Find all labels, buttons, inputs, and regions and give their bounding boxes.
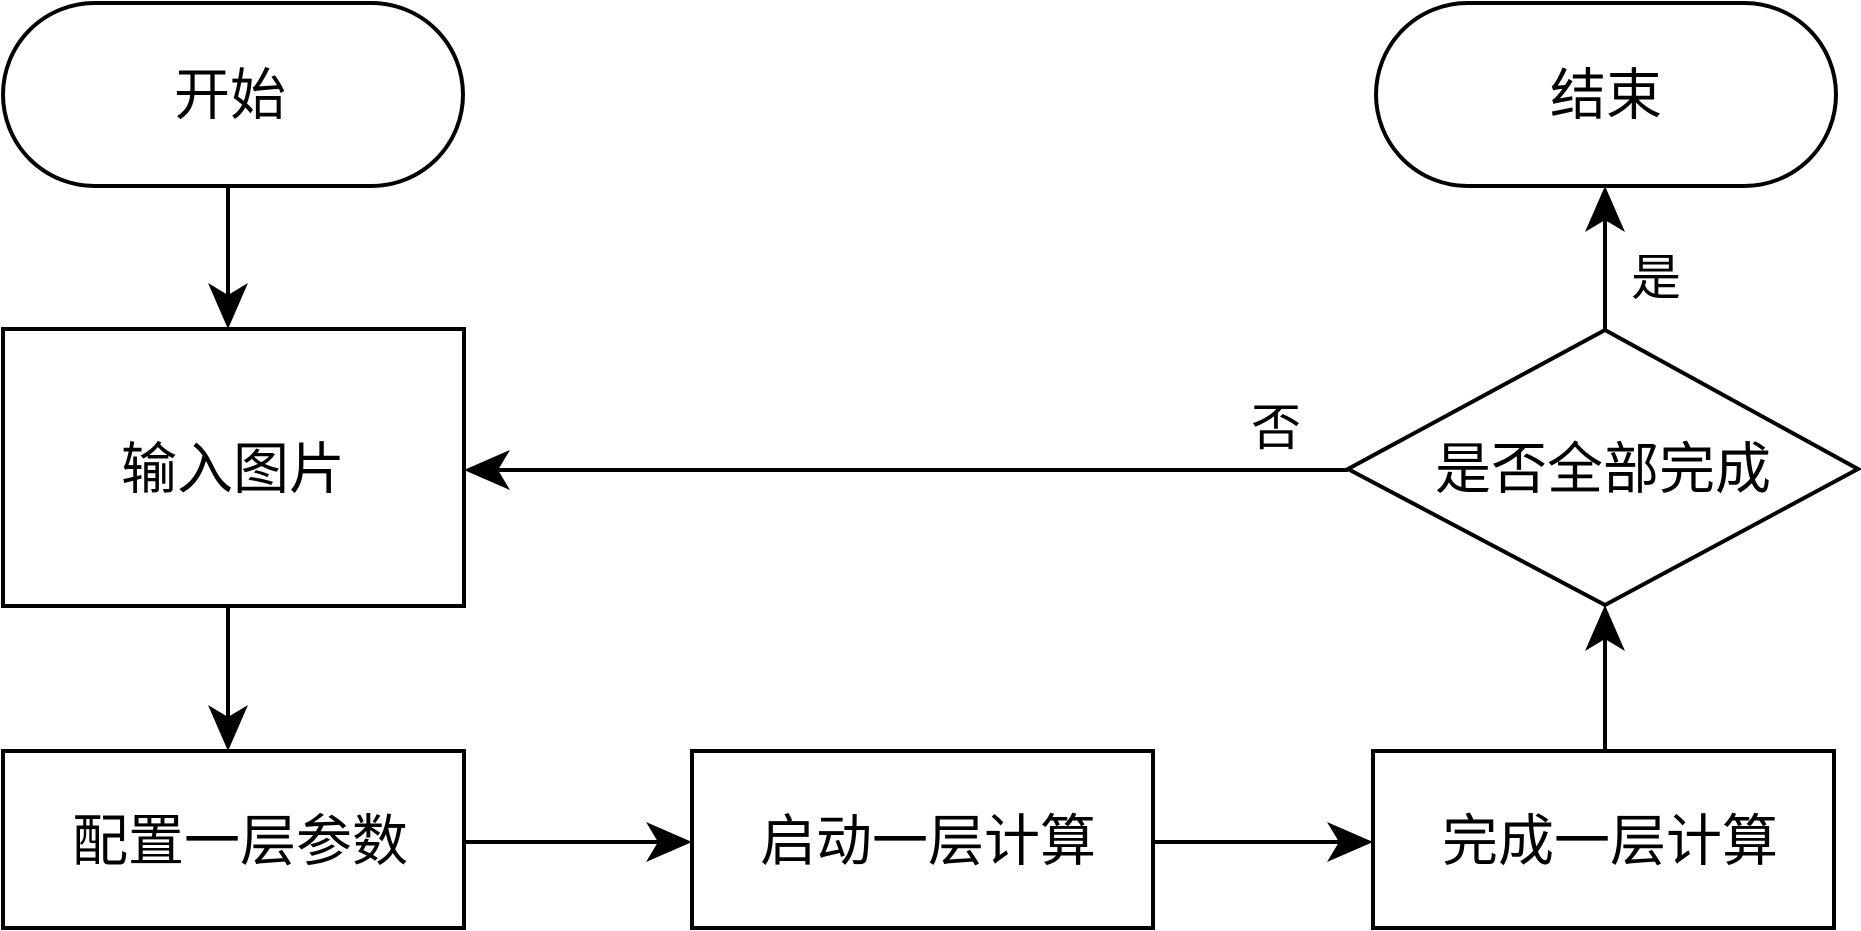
all-done-decision-node: 是否全部完成 [1343, 327, 1861, 608]
edge-input-to-configure [208, 606, 248, 751]
configure-layer-node-shape [1, 749, 466, 930]
start-node-label: 开始 [174, 64, 286, 129]
edge-decision-no-to-input-arrowhead [464, 450, 510, 490]
configure-layer-node: 配置一层参数 [1, 749, 466, 930]
end-node-shape [1374, 1, 1838, 188]
edge-configure-to-start-calc [464, 822, 692, 862]
end-node-label: 结束 [1550, 64, 1662, 129]
start-layer-calc-node: 启动一层计算 [690, 749, 1155, 930]
edge-start-to-input-arrowhead [208, 283, 248, 329]
end-node: 结束 [1374, 1, 1838, 188]
start-layer-calc-node-label: 启动一层计算 [760, 810, 1096, 875]
edge-decision-no-to-input: 否 [464, 399, 1348, 490]
edge-start-calc-to-finish-calc [1153, 822, 1373, 862]
input-image-node-shape [1, 327, 466, 608]
input-image-node: 输入图片 [1, 327, 466, 608]
input-image-node-label: 输入图片 [121, 438, 345, 503]
edge-start-to-input [208, 186, 248, 329]
edge-finish-calc-to-decision [1585, 605, 1625, 751]
edge-input-to-configure-arrowhead [208, 705, 248, 751]
finish-layer-calc-node: 完成一层计算 [1371, 749, 1836, 930]
edge-configure-to-start-calc-arrowhead [646, 822, 692, 862]
edge-decision-yes-to-end: 是 [1585, 186, 1681, 330]
finish-layer-calc-node-label: 完成一层计算 [1442, 810, 1778, 875]
edge-decision-yes-to-end-arrowhead [1585, 186, 1625, 232]
edge-no-label: 否 [1251, 399, 1301, 457]
edge-finish-calc-to-decision-arrowhead [1585, 605, 1625, 651]
edge-yes-label: 是 [1631, 249, 1681, 307]
configure-layer-node-label: 配置一层参数 [72, 810, 408, 875]
edge-start-calc-to-finish-calc-arrowhead [1327, 822, 1373, 862]
start-node: 开始 [1, 1, 465, 188]
all-done-decision-node-label: 是否全部完成 [1435, 438, 1771, 503]
start-layer-calc-node-shape [690, 749, 1155, 930]
start-node-shape [1, 1, 465, 188]
